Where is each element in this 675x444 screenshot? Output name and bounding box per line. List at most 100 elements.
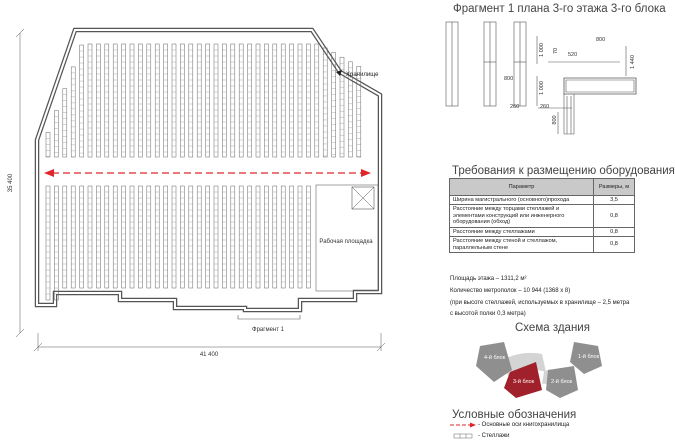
shelf-unit [247, 185, 252, 289]
shelf-unit [96, 185, 101, 289]
shelf-unit [238, 43, 244, 158]
block-3 [504, 362, 542, 398]
shelf-unit [70, 185, 76, 289]
shelf-unit [188, 43, 194, 158]
fragment-label: Фрагмент 1 [252, 327, 285, 333]
shelf-unit [138, 185, 143, 289]
fragment-marker [237, 315, 301, 320]
shelf-unit [196, 43, 202, 158]
svg-text:260: 260 [510, 104, 519, 110]
shelf-unit [322, 47, 328, 158]
block-4 [476, 342, 512, 382]
shelf-unit [79, 44, 84, 158]
shelf-unit [205, 43, 210, 158]
floor-area: Площадь этажа – 1311,2 м² [450, 276, 527, 282]
shelf-unit [356, 66, 362, 158]
shelf-unit [255, 185, 261, 289]
shelf-unit [154, 43, 160, 158]
svg-text:1 440: 1 440 [630, 55, 636, 69]
shelf-unit [180, 43, 185, 158]
svg-text:4-й блок: 4-й блок [484, 354, 506, 361]
work-area-label: Рабочая площадка [319, 239, 373, 245]
shelf-unit [348, 61, 353, 158]
shelf-unit [280, 43, 286, 158]
shelf-unit [222, 43, 227, 158]
shelf-unit [70, 66, 76, 158]
height-note: (при высоте стеллажей, используемых в хр… [450, 300, 630, 306]
shelf-unit [289, 43, 294, 158]
shelf-unit [171, 185, 177, 289]
shelf-unit [138, 43, 143, 158]
svg-text:1 000: 1 000 [539, 43, 545, 57]
shelf-unit [146, 43, 152, 158]
shelf-unit [112, 185, 118, 289]
scheme-title: Схема здания [515, 322, 590, 334]
shelf-unit [104, 185, 110, 289]
fragment-dimensions: 520 800 1 000 70 1 440 800 1 000 260 260… [504, 37, 636, 125]
storage-label: Хранилище [346, 72, 379, 78]
legend-shelves: - Стеллажи [478, 433, 510, 439]
table-row: Расстояние между стеной и стеллажом, пар… [449, 236, 635, 253]
shelf-unit [62, 88, 68, 158]
svg-text:520: 520 [568, 52, 577, 58]
svg-text:260: 260 [540, 104, 549, 110]
shelf-unit [196, 185, 202, 289]
svg-text:2-й блок: 2-й блок [551, 378, 573, 385]
legend-symbols [450, 422, 476, 439]
shelf-unit [62, 185, 68, 289]
shelf-unit [297, 43, 303, 158]
svg-text:1 000: 1 000 [539, 81, 545, 95]
shelf-unit [104, 43, 110, 158]
block-1 [570, 342, 602, 374]
shelf-unit [280, 185, 286, 289]
shelf-unit [272, 43, 278, 158]
building-scheme: 4-й блок 3-й блок 2-й блок 1-й блок [476, 342, 602, 398]
shelf-unit [264, 185, 269, 289]
svg-text:3-й блок: 3-й блок [513, 378, 535, 385]
shelf-unit [213, 43, 219, 158]
shelf-unit [222, 185, 227, 289]
height-note-2: с высотой полки 0,3 метра) [450, 311, 526, 317]
shelf-unit [306, 185, 311, 289]
fragment-drawing: 520 800 1 000 70 1 440 800 1 000 260 260… [445, 21, 637, 135]
shelf-unit [87, 43, 93, 158]
shelf-unit [87, 185, 93, 289]
shelf-unit [306, 43, 311, 158]
table-header-param: Параметр [449, 178, 594, 196]
work-area [315, 184, 379, 292]
shelf-unit [45, 132, 51, 158]
shelf-unit [230, 185, 236, 289]
legend-axis: - Основные оси книгохранилища [478, 422, 570, 428]
svg-text:800: 800 [552, 115, 558, 124]
shelf-unit [264, 43, 269, 158]
building-walls [34, 27, 383, 313]
requirements-table: Параметр Размеры, м Ширина магистральног… [449, 178, 635, 253]
shelf-unit [129, 185, 135, 289]
shelf-unit [188, 185, 194, 289]
shelf-unit [230, 43, 236, 158]
shelf-unit [121, 185, 126, 289]
shelf-count: Количество метрополок – 10 944 (1368 х 8… [450, 288, 571, 294]
requirements-title: Требования к размещению оборудования [452, 165, 675, 177]
svg-text:800: 800 [596, 37, 605, 43]
shelf-unit [255, 43, 261, 158]
shelf-unit [45, 185, 51, 301]
shelving-units [45, 43, 362, 301]
shelf-unit [339, 56, 345, 158]
shelf-unit [112, 43, 118, 158]
dimension-height: 35 400 [8, 173, 14, 192]
floor-plan: 35 400 41 400 Рабочая площадка Хранилище… [8, 27, 386, 358]
shelf-unit [297, 185, 303, 289]
shelf-unit [79, 185, 84, 289]
block-2 [546, 366, 578, 398]
shelf-unit [54, 185, 59, 301]
shelf-unit [247, 43, 252, 158]
shelf-unit [146, 185, 152, 289]
shelf-unit [205, 185, 210, 289]
fragment-title: Фрагмент 1 плана 3-го этажа 3-го блока [453, 3, 666, 15]
shelf-unit [163, 43, 168, 158]
svg-text:70: 70 [553, 48, 559, 54]
shelf-unit [238, 185, 244, 289]
table-row: Ширина магистрального (основного)прохода… [449, 194, 635, 206]
